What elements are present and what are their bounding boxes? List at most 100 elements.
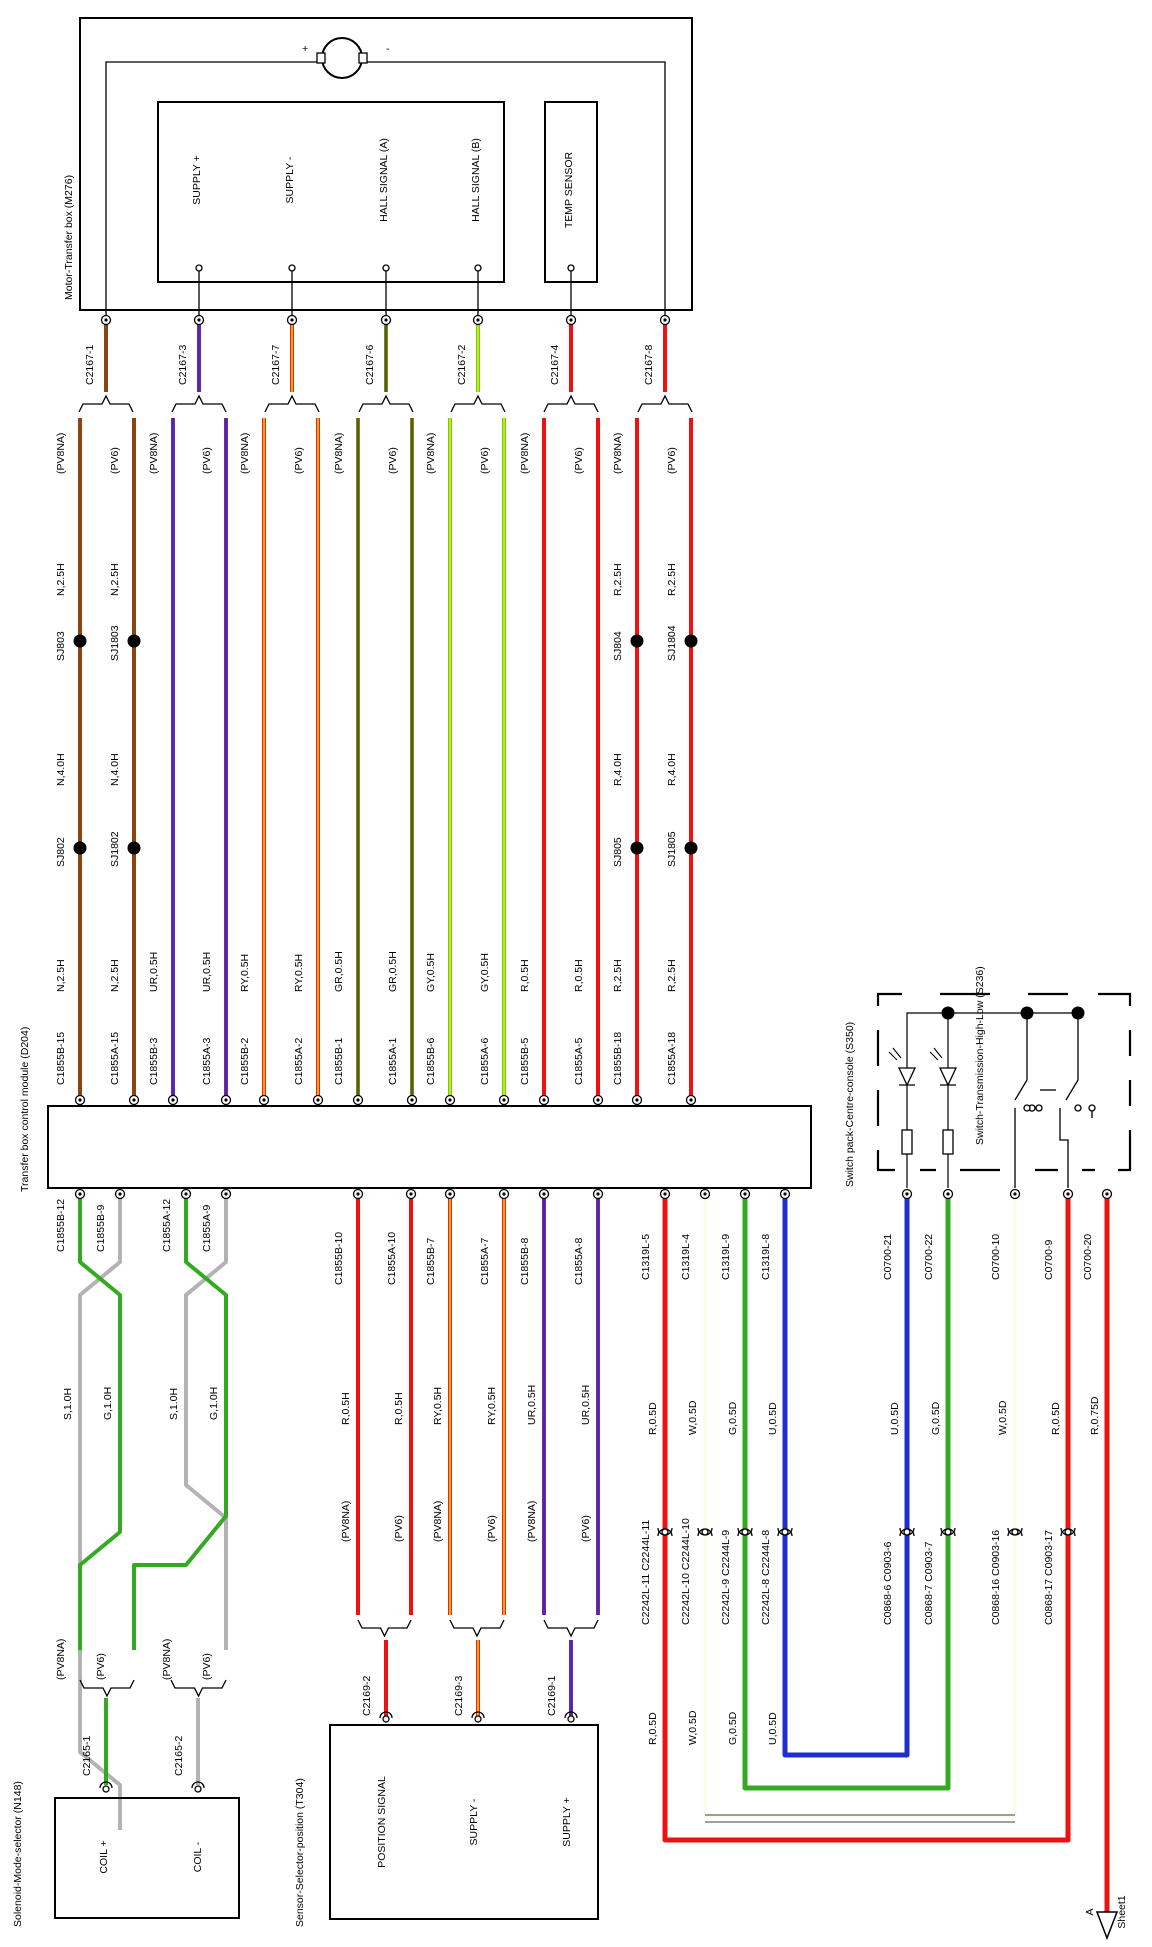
switch-inline-1: [697, 1527, 713, 1537]
pin-arc: [471, 1711, 485, 1719]
solenoid-wire-grey-b: [78, 1196, 122, 1818]
sensor-connector-label-0: C2169-2: [361, 1676, 373, 1716]
motor-connector-label-1: C2167-3: [177, 345, 189, 385]
sensor-variant-4: (PV8NA): [526, 1501, 538, 1542]
module-top-spec-11: R,0.5H: [573, 959, 585, 992]
solenoid-conn-3: C1855A-9: [201, 1205, 213, 1252]
splice-label-b-12: SJ804: [612, 631, 624, 661]
pin-dot: [184, 1192, 188, 1196]
sensor-spec-3: RY,0.5H: [486, 1387, 498, 1425]
inline-ring: [1011, 1528, 1019, 1536]
splice-spec-a-1: N,4.0H: [109, 753, 121, 786]
module-top-spec-0: N,2.5H: [55, 959, 67, 992]
module-top-spec-3: UR,0.5H: [201, 952, 213, 992]
splice-label-a-13: SJ1805: [666, 831, 678, 867]
switch-spec-3: U,0.5D: [767, 1402, 779, 1435]
top-variant-13: (PV6): [666, 447, 678, 474]
pin-ring: [382, 1715, 390, 1723]
switchpack-pin-0: [901, 1188, 913, 1200]
switchpack-box: [876, 992, 1132, 1172]
wire-body: [78, 1196, 122, 1818]
switch-conn-3: C1319L-8: [760, 1234, 772, 1280]
switchpack-title: Switch pack-Centre-console (S350): [844, 1022, 856, 1187]
solenoid-brace-1: [79, 1679, 135, 1698]
module-top-conn-13: C1855A-18: [666, 1032, 678, 1085]
sensor-brace-0: [357, 1619, 412, 1638]
splice-dot: [941, 1006, 955, 1020]
route-blue: [782, 1196, 910, 1758]
module-top-conn-0: C1855B-15: [55, 1032, 67, 1085]
splice-spec-b-12: R,2.5H: [612, 563, 624, 596]
module-top-spec-6: GR,0.5H: [333, 951, 345, 992]
solenoid-box: [54, 1797, 240, 1919]
switchpack-inline-3: [1060, 1527, 1076, 1537]
sensor-connector-label-2: C2169-1: [546, 1676, 558, 1716]
top-variant-5: (PV6): [293, 447, 305, 474]
solenoid-module-pin-1: [114, 1188, 126, 1200]
pin-dot: [132, 1098, 136, 1102]
module-top-pin-13: [685, 1094, 697, 1106]
top-variant-4: (PV8NA): [239, 433, 251, 474]
sensor-variant-2: (PV8NA): [432, 1501, 444, 1542]
splice-dot: [127, 634, 141, 648]
pin-dot: [316, 1098, 320, 1102]
module-top-conn-2: C1855B-3: [148, 1038, 160, 1085]
solenoid-spec-1: G,1.0H: [102, 1387, 114, 1420]
sensor-module-pin-0: [352, 1188, 364, 1200]
sensor-conn-3: C1855A-7: [479, 1238, 491, 1285]
splice-label-a-1: SJ1802: [109, 831, 121, 867]
splice-dot: [630, 634, 644, 648]
pin-dot: [448, 1192, 452, 1196]
temp-terminal: [567, 264, 575, 272]
sensor-connector-label-1: C2169-3: [453, 1676, 465, 1716]
sensor-module-pin-3: [498, 1188, 510, 1200]
pin-dot: [502, 1098, 506, 1102]
motor-title: Motor-Transfer box (M276): [63, 175, 75, 300]
switch-inline-2: [737, 1527, 753, 1537]
pin-ring: [474, 1715, 482, 1723]
motor-minus: -: [386, 43, 390, 55]
motor-connector-label-5: C2167-4: [549, 345, 561, 385]
top-variant-0: (PV8NA): [55, 433, 67, 474]
switch-inline-label-1: C2242L-10 C2244L-10: [680, 1518, 692, 1625]
sensor-variant-3: (PV6): [486, 1515, 498, 1542]
nodes-layer: [73, 314, 1113, 1793]
switch-spec2-0: R,0.5D: [647, 1712, 659, 1745]
module-top-conn-7: C1855A-1: [387, 1038, 399, 1085]
pin-dot: [78, 1192, 82, 1196]
switchpack-conn-2: C0700-10: [990, 1234, 1002, 1280]
module-top-spec-1: N,2.5H: [109, 959, 121, 992]
motor-brace-0: [78, 394, 134, 413]
module-top-pin-5: [312, 1094, 324, 1106]
wire-body: [662, 1196, 1071, 1843]
pin-dot: [596, 1192, 600, 1196]
module-top-conn-6: C1855B-1: [333, 1038, 345, 1085]
switch-conn-2: C1319L-9: [720, 1234, 732, 1280]
pin-dot: [410, 1098, 414, 1102]
route-green: [742, 1196, 951, 1791]
solenoid-conn-0: C1855B-12: [55, 1199, 67, 1252]
pin-dot: [635, 1098, 639, 1102]
motor-symbol: [321, 37, 363, 79]
solenoid-connector-pin-0: [99, 1781, 113, 1793]
pin-dot: [703, 1192, 707, 1196]
module-top-conn-9: C1855A-6: [479, 1038, 491, 1085]
pin-dot: [689, 1098, 693, 1102]
module-top-spec-9: GY,0.5H: [479, 953, 491, 992]
solenoid-spec-3: G,1.0H: [208, 1387, 220, 1420]
pin-dot: [743, 1192, 747, 1196]
motor-connector-pin-2: [286, 314, 298, 326]
pin-dot: [783, 1192, 787, 1196]
switch-contact: [1088, 1104, 1096, 1112]
pin-dot: [290, 318, 294, 322]
switchpack-spec-0: U,0.5D: [889, 1402, 901, 1435]
pin-dot: [542, 1098, 546, 1102]
module-top-pin-11: [592, 1094, 604, 1106]
module-top-conn-12: C1855B-18: [612, 1032, 624, 1085]
top-variant-1: (PV6): [109, 447, 121, 474]
switch-spec2-1: W,0.5D: [687, 1710, 699, 1745]
sensor-spec-2: RY,0.5H: [432, 1387, 444, 1425]
pin-arc: [99, 1781, 113, 1789]
inline-ring: [661, 1528, 669, 1536]
switch-module-pin-0: [659, 1188, 671, 1200]
